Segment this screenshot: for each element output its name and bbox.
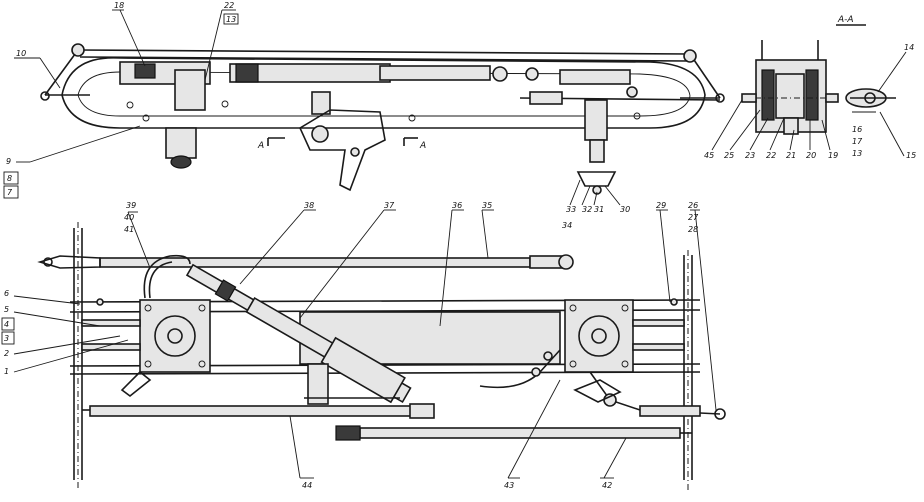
callout-25: 25: [724, 151, 734, 160]
section-mark-left: А: [257, 141, 264, 151]
callout-13-top: 13: [226, 15, 236, 24]
section-a-a: А-А: [741, 15, 896, 135]
callout-23: 23: [745, 151, 755, 160]
callout-27: 27: [688, 213, 699, 222]
callout-4: 4: [4, 320, 9, 329]
callout-13-section: 13: [852, 149, 862, 158]
callout-5: 5: [4, 305, 9, 314]
callout-41: 41: [124, 225, 134, 234]
callout-36: 36: [452, 201, 462, 210]
callout-45: 45: [704, 151, 714, 160]
callout-10: 10: [16, 49, 26, 58]
callout-15: 15: [906, 151, 916, 160]
callout-17: 17: [852, 137, 863, 146]
callout-39: 39: [126, 201, 136, 210]
callout-20: 20: [806, 151, 816, 160]
callout-14: 14: [904, 43, 914, 52]
callout-33: 33: [566, 205, 576, 214]
callout-44: 44: [302, 481, 312, 490]
callout-21: 21: [786, 151, 796, 160]
callout-31: 31: [594, 205, 604, 214]
callout-9: 9: [6, 157, 11, 166]
callout-26: 26: [688, 201, 698, 210]
callout-22-section: 22: [766, 151, 776, 160]
callout-35: 35: [482, 201, 492, 210]
section-mark-right: А: [419, 141, 426, 151]
callout-29: 29: [656, 201, 666, 210]
callout-2: 2: [4, 349, 9, 358]
callout-42: 42: [602, 481, 612, 490]
callout-40: 40: [124, 213, 134, 222]
callout-22: 22: [224, 1, 234, 10]
callout-34: 34: [562, 221, 572, 230]
callout-32: 32: [582, 205, 592, 214]
side-view-callouts: 10 18 22 13 9 8 7: [3, 1, 239, 199]
callout-3: 3: [4, 334, 9, 343]
plan-view: [37, 222, 726, 490]
callout-30: 30: [620, 205, 630, 214]
callout-28: 28: [688, 225, 698, 234]
callout-1: 1: [4, 367, 9, 376]
plan-view-callouts: 39 40 41 38 37 36 35 29 26 27 28 6 5 4 3…: [1, 201, 717, 490]
section-title: А-А: [837, 15, 854, 25]
callout-37: 37: [384, 201, 395, 210]
callout-38: 38: [304, 201, 314, 210]
callout-18: 18: [114, 1, 124, 10]
callout-19: 19: [828, 151, 838, 160]
callout-6: 6: [4, 289, 9, 298]
callout-7: 7: [7, 188, 13, 197]
callout-43: 43: [504, 481, 514, 490]
pivot-callouts: 33 34 32 31 30: [562, 179, 630, 230]
side-view: А А: [40, 43, 725, 195]
callout-16: 16: [852, 125, 862, 134]
section-callouts: 14 45 25 23 22 21 20 19 15 16 17 13: [704, 43, 916, 160]
callout-8: 8: [7, 174, 12, 183]
